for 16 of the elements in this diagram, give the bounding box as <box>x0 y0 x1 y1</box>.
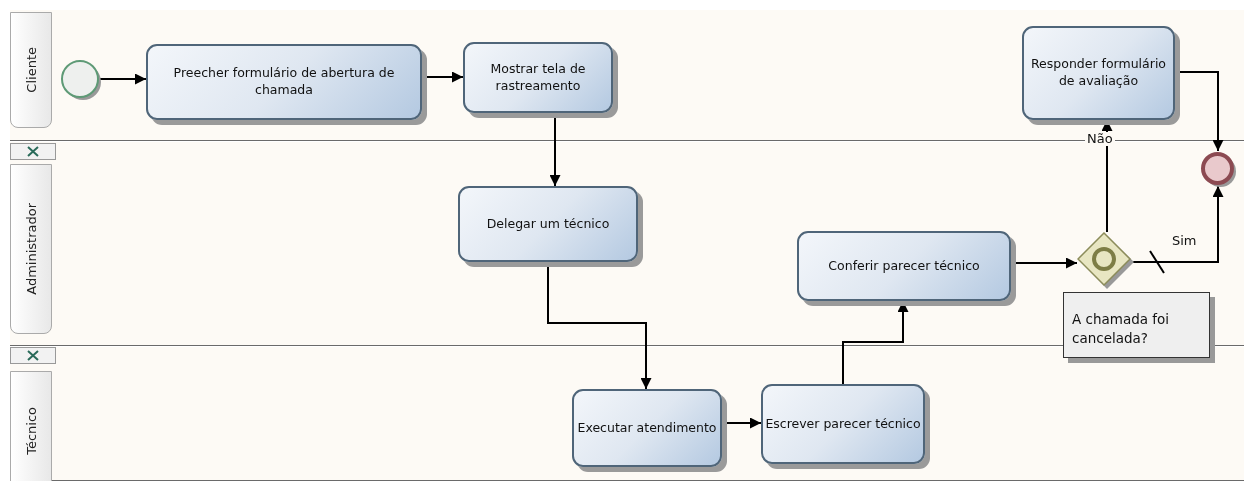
task-label: Preecher formulário de abertura de chamada <box>172 65 396 99</box>
lane-label: Cliente <box>23 47 39 93</box>
lane-label: Administrador <box>23 203 39 295</box>
task-label: Escrever parecer técnico <box>765 415 921 433</box>
task-label: Mostrar tela de rastreamento <box>489 60 587 95</box>
task-label: Responder formulário de avaliação <box>1030 56 1167 90</box>
lane-label: Técnico <box>23 407 39 455</box>
task-label: Executar atendimento <box>577 419 717 437</box>
annotation-text: A chamada foi cancelada? <box>1072 311 1170 347</box>
swimlane <box>10 142 1244 346</box>
task-label: Delegar um técnico <box>486 215 610 233</box>
edge-label: Não <box>1085 132 1115 147</box>
task-label: Conferir parecer técnico <box>828 257 980 275</box>
swimlane <box>10 10 1244 141</box>
gateway-diamond <box>1077 232 1135 290</box>
swimlane <box>10 347 1244 481</box>
